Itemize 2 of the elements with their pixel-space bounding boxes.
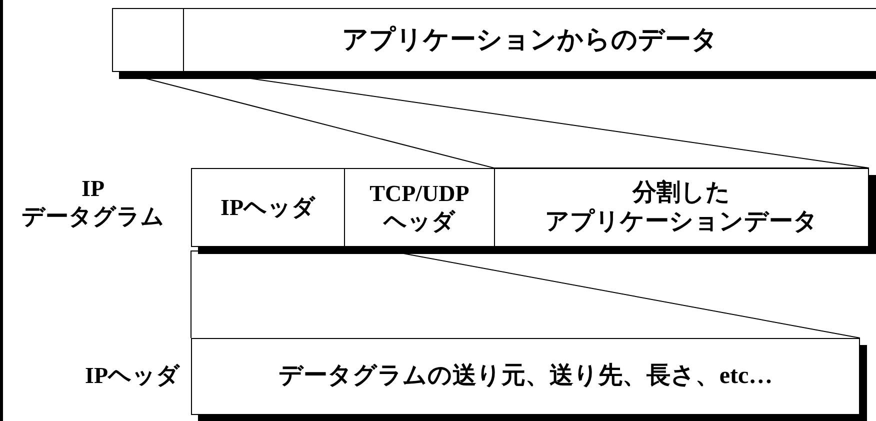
row-label: IPヘッダ [84,362,180,390]
row-label: IP データグラム [20,175,166,230]
